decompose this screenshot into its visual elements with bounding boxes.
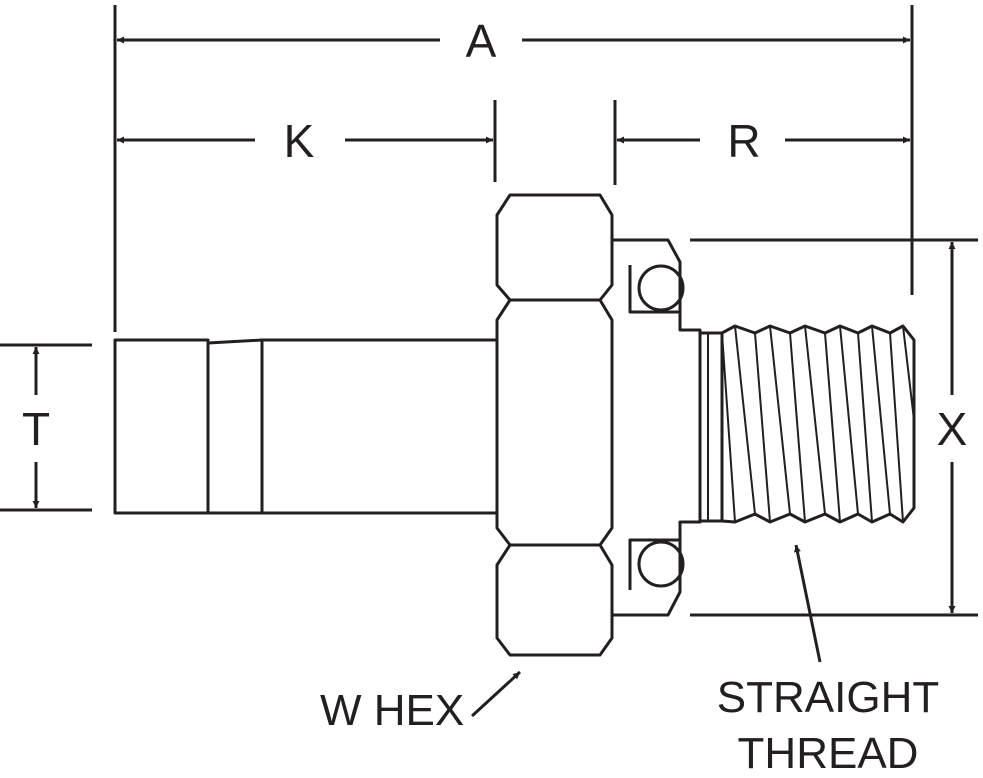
thread-callout: STRAIGHT THREAD [717,544,939,778]
o-ring-top [637,264,685,312]
flange-washer [612,238,702,617]
thread-callout-line2: THREAD [738,729,919,778]
dimension-k-label: K [284,115,315,167]
dimension-x: X [937,242,968,613]
dimension-t-label: T [22,403,50,455]
dimension-k: K [117,115,493,167]
straight-thread [698,324,916,524]
thread-callout-line1: STRAIGHT [717,673,939,722]
dimension-r-label: R [727,115,760,167]
dimension-t: T [22,347,50,508]
hex-callout-label: W HEX [320,686,464,735]
hex-nut [495,193,614,657]
dimension-x-label: X [937,403,968,455]
dimension-a-label: A [466,15,497,67]
hex-callout: W HEX [320,670,522,735]
dimension-a: A [117,15,910,67]
tube-end [113,338,497,515]
o-ring-bottom [637,540,685,588]
dimension-r: R [617,115,910,167]
extension-lines [0,5,978,617]
